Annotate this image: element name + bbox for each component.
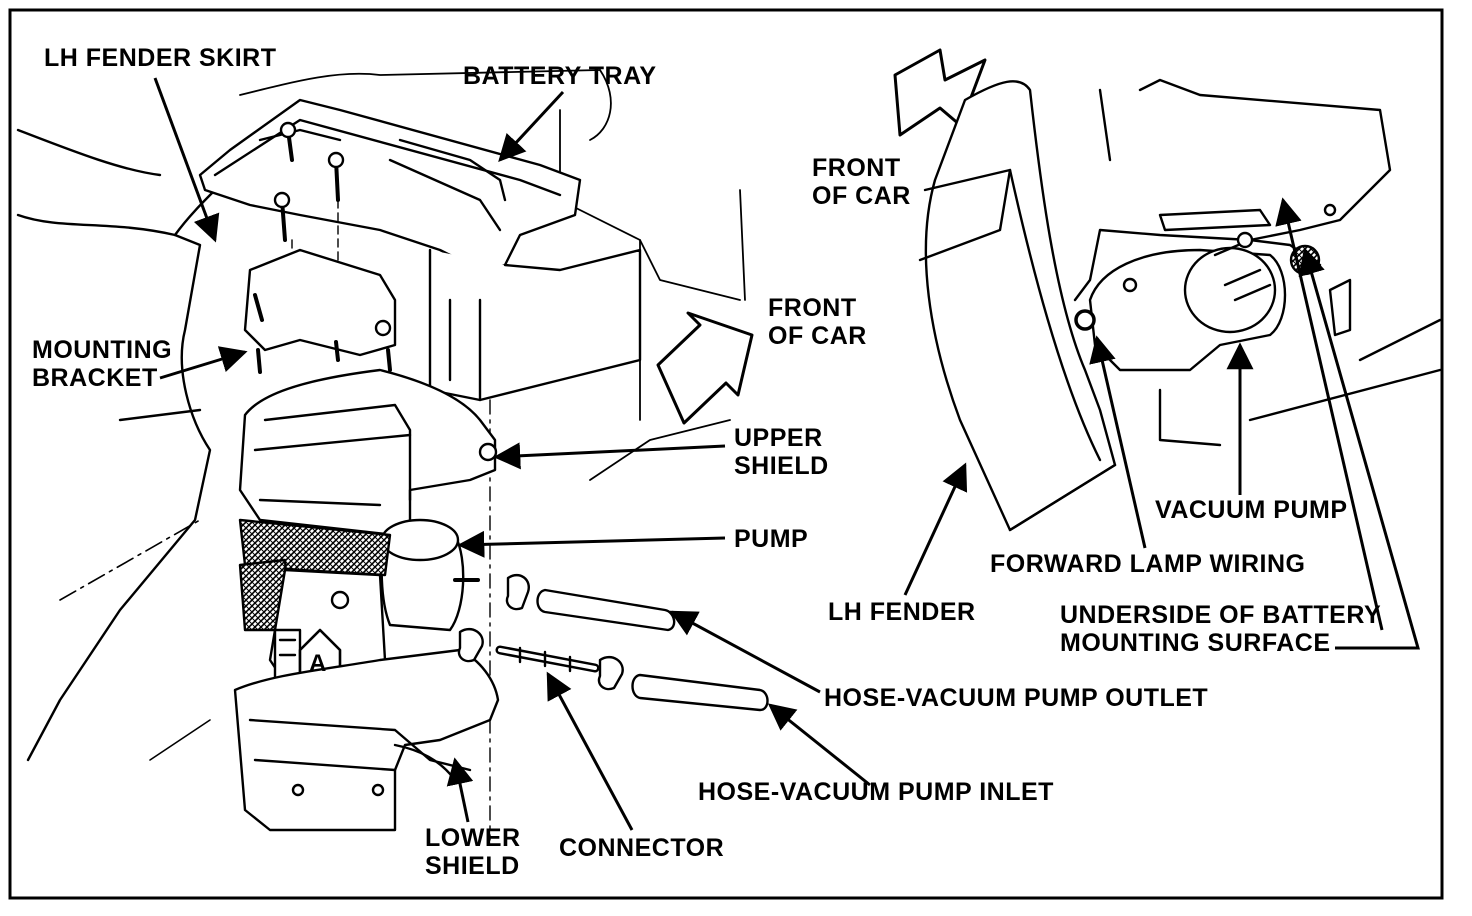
leader-lh-fender-skirt (153, 77, 220, 243)
label-front-of-car-right-line1: FRONT (812, 154, 901, 182)
label-lower-shield-line2: SHIELD (425, 852, 520, 880)
label-hose-vacuum-pump-outlet: HOSE-VACUUM PUMP OUTLET (824, 684, 1209, 712)
right-detail-drawing (893, 48, 1442, 532)
label-underside-line1: UNDERSIDE OF BATTERY (1060, 601, 1382, 629)
label-front-of-car-left-line2: OF CAR (768, 322, 867, 350)
label-front-of-car-right: FRONT OF CAR (812, 154, 911, 210)
label-mounting-bracket: MOUNTING BRACKET (32, 336, 172, 392)
label-lower-shield-line1: LOWER (425, 824, 521, 852)
label-vacuum-pump: VACUUM PUMP (1155, 496, 1348, 524)
label-upper-shield-line2: SHIELD (734, 452, 829, 480)
label-mounting-bracket-line1: MOUNTING (32, 336, 173, 364)
left-assembly-drawing (16, 69, 769, 841)
leader-upper-shield (493, 442, 726, 470)
label-battery-tray: BATTERY TRAY (463, 62, 657, 90)
leader-underside-b (1275, 197, 1384, 631)
leader-underside-a (1298, 247, 1420, 650)
leader-lines (153, 77, 1420, 831)
leader-battery-tray (498, 90, 565, 162)
leader-pump (457, 530, 726, 558)
label-pump: PUMP (734, 525, 809, 553)
label-view-a: A (309, 650, 327, 677)
leader-connector (546, 671, 634, 831)
leader-lh-fender (903, 462, 968, 596)
label-front-of-car-right-line2: OF CAR (812, 182, 911, 210)
label-upper-shield-line1: UPPER (734, 424, 823, 452)
label-lh-fender-skirt: LH FENDER SKIRT (44, 44, 277, 72)
leader-forward-lamp-wiring (1089, 335, 1147, 549)
label-front-of-car-left-line1: FRONT (768, 294, 857, 322)
leader-mounting-bracket (159, 346, 248, 380)
label-mounting-bracket-line2: BRACKET (32, 364, 158, 392)
label-connector: CONNECTOR (559, 834, 725, 862)
label-underside-battery-mounting-surface: UNDERSIDE OF BATTERY MOUNTING SURFACE (1060, 601, 1381, 657)
label-lh-fender: LH FENDER (828, 598, 976, 626)
leader-hose-outlet (669, 610, 821, 694)
label-hose-vacuum-pump-inlet: HOSE-VACUUM PUMP INLET (698, 778, 1054, 806)
label-lower-shield: LOWER SHIELD (425, 824, 521, 880)
label-forward-lamp-wiring: FORWARD LAMP WIRING (990, 550, 1306, 578)
label-front-of-car-left: FRONT OF CAR (768, 294, 867, 350)
label-upper-shield: UPPER SHIELD (734, 424, 829, 480)
leader-hose-inlet (767, 703, 871, 787)
label-underside-line2: MOUNTING SURFACE (1060, 629, 1331, 657)
leader-lower-shield (446, 757, 474, 823)
frame-border (8, 8, 1444, 900)
